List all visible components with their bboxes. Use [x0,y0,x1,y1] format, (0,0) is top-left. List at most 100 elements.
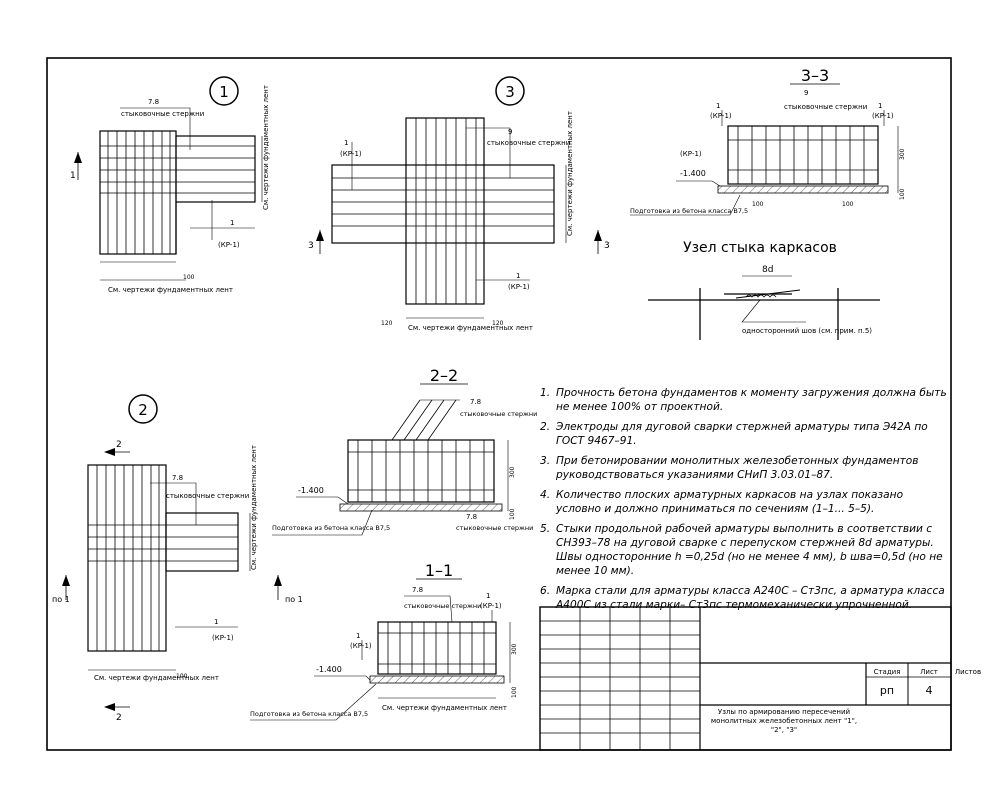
s33-dim-h: 300 [899,148,906,160]
s22-dim-h: 300 [509,466,516,478]
v1-label-78: 7.8 [148,98,159,106]
general-notes: 1. Прочность бетона фундаментов к моменту… [540,386,950,618]
v3-kpb: (КР-1) [508,283,530,291]
note-item: 5. Стыки продольной рабочей арматуры выпо… [540,522,950,578]
v1-dim: 100 [183,274,195,281]
note-text: Стыки продольной рабочей арматуры выполн… [556,523,943,577]
s33-ref-l: 1 [716,102,720,110]
note-item: 2. Электроды для дуговой сварки стержней … [540,420,950,448]
s22-dim-p: 100 [509,508,516,520]
v1-butt-bars: стыковочные стержни [121,110,204,118]
s11-label-78: 7.8 [412,586,423,594]
s11-ref-l: 1 [356,632,360,640]
note-text: Марка стали для арматуры класса А240С – … [556,585,945,611]
note-item: 4. Количество плоских арматурных каркасов… [540,488,950,516]
v2-arrow-bottom: 2 [116,713,122,723]
s33-kp-side: (КР-1) [680,150,702,158]
tb-stage: рп [880,684,894,697]
tb-sheet: 4 [926,684,933,697]
v3-arrow-left: 3 [308,241,314,251]
v2-side-note: См. чертежи фундаментных лент [250,445,258,570]
s11-below-note: См. чертежи фундаментных лент [382,704,507,712]
s22-butt-bars: стыковочные стержни [460,410,537,418]
v2-ref1: 1 [214,618,218,626]
view-3: 3 9 стыковочные стержни 1 (КР-1) 1 (КР-1… [308,76,610,332]
view-marker-2 [128,394,158,424]
view-1: 1 7.8 стыковочные стержни 1 (КР-1) См. ч… [70,76,270,294]
tb-sheet-header: Лист [920,668,938,676]
s33-dim-b: 100 [842,201,854,208]
section-2-2: 2–2 7.8 стыковочные стержни 7.8 стыковоч… [272,366,537,536]
s33-dim-p: 100 [899,188,906,200]
s33-title: 3–3 [801,66,829,85]
v3-kp: (КР-1) [340,150,362,158]
s11-dim-p: 100 [511,686,518,698]
tb-sheets-header: Листов [955,668,981,676]
s33-dim-a: 100 [752,201,764,208]
s11-dim-h: 300 [511,643,518,655]
joint-weld-note: односторонний шов (см. прим. п.5) [742,327,872,335]
s33-label-9: 9 [804,89,808,97]
v3-bottom-note: См. чертежи фундаментных лент [408,324,533,332]
v3-arrow-right: 3 [604,241,610,251]
v2-bottom-note: См. чертежи фундаментных лент [94,674,219,682]
view-marker-1 [209,76,239,106]
s22-butt-bars-b: стыковочные стержни [456,524,533,532]
v3-butt-bars: стыковочные стержни [487,139,570,147]
view-marker-1-label: 1 [219,83,229,101]
section-3-3: 3–3 9 стыковочные стержни 1 (КР-1) 1 (КР… [630,66,906,216]
s33-butt-bars: стыковочные стержни [784,103,867,111]
view-marker-2-label: 2 [138,401,148,419]
s22-level: -1.400 [298,486,324,495]
joint-dim: 8d [762,265,773,275]
s33-ref-l2: (КР-1) [710,112,732,120]
v3-side-note: См. чертежи фундаментных лент [566,111,574,236]
s22-label-78: 7.8 [470,398,481,406]
note-item: 6. Марка стали для арматуры класса А240С … [540,584,950,612]
v3-label-9: 9 [508,128,512,136]
s11-ref-l2: (КР-1) [350,642,372,650]
v1-ref1: 1 [230,219,234,227]
v2-arrow-top: 2 [116,440,122,450]
sheet-frame [46,57,952,751]
s11-ref-r: 1 [486,592,490,600]
s11-ref-r2: (КР-1) [480,602,502,610]
tb-stage-header: Стадия [874,668,901,676]
v1-section-arrow: 1 [70,171,76,181]
title-block [539,606,952,751]
note-number: 6. [540,585,551,597]
note-text: Электроды для дуговой сварки стержней ар… [556,421,928,447]
tb-drawing-name: Узлы по армированию пересечений монолитн… [710,708,858,734]
note-number: 3. [540,455,551,467]
note-number: 4. [540,489,551,501]
s22-concrete: Подготовка из бетона класса В7,5 [272,524,390,532]
section-1-1: 1–1 7.8 стыковочные стержни 1 (КР-1) 1 (… [250,561,518,721]
note-text: Прочность бетона фундаментов к моменту з… [556,387,947,413]
joint-detail: Узел стыка каркасов 8d односторонний шов… [648,240,880,340]
v2-po1-left: по 1 [52,595,70,604]
v3-ref1b: 1 [516,272,520,280]
v2-po1-right: по 1 [285,595,303,604]
view-2: 2 7.8 стыковочные стержни См. чертежи фу… [52,394,303,723]
v3-ref1: 1 [344,139,348,147]
s33-ref-r2: (КР-1) [872,112,894,120]
s11-concrete: Подготовка из бетона класса В7,5 [250,710,368,718]
v3-dim-right: 120 [492,320,504,327]
s33-ref-r: 1 [878,102,882,110]
v2-butt-bars: стыковочные стержни [166,492,249,500]
view-marker-3 [495,76,525,106]
note-number: 1. [540,387,551,399]
note-number: 5. [540,523,551,535]
s22-title: 2–2 [430,366,458,385]
v1-kp: (КР-1) [218,241,240,249]
note-item: 3.При бетонировании монолитных железобет… [540,454,950,482]
note-number: 2. [540,421,551,433]
v2-dim: 100 [176,673,188,680]
note-text: Количество плоских арматурных каркасов н… [556,489,904,515]
s11-level: -1.400 [316,665,342,674]
view-marker-3-label: 3 [505,83,515,101]
v1-side-note: См. чертежи фундаментных лент [262,85,270,210]
v3-dim-left: 120 [381,320,393,327]
s11-title: 1–1 [425,561,453,580]
